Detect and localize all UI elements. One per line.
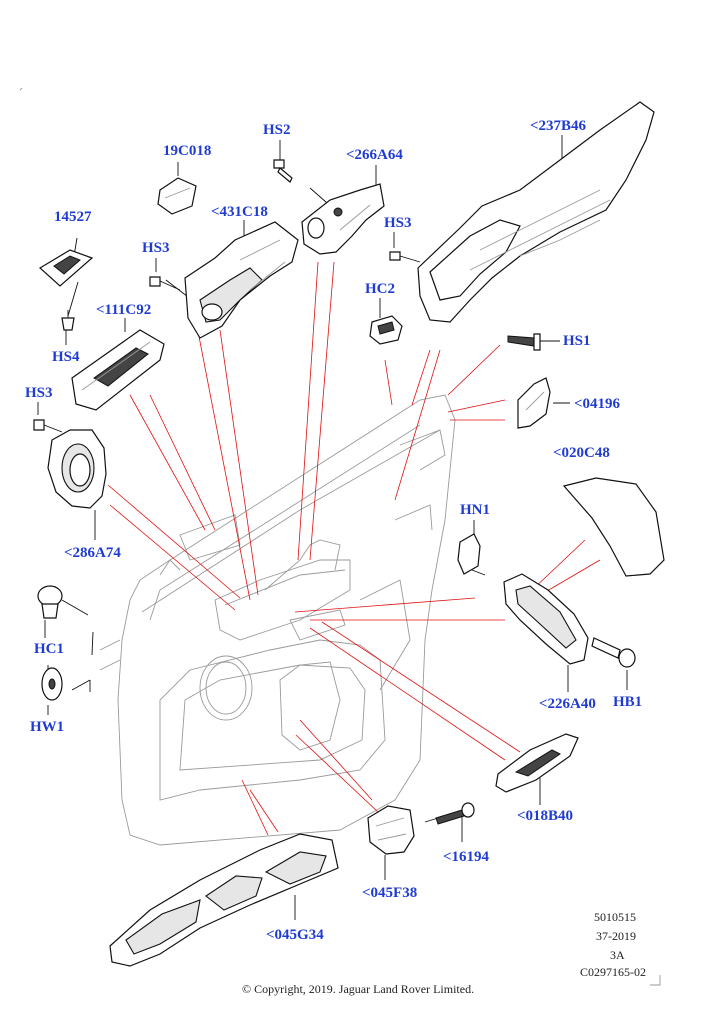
callout-hc1: HC1 [34, 641, 64, 657]
part-04196-bracket [517, 377, 551, 429]
callout-hw1: HW1 [30, 719, 65, 735]
callout-hs3-a: HS3 [142, 240, 170, 256]
callout-045f38: <045F38 [362, 885, 418, 901]
callout-hs2: HS2 [263, 122, 291, 138]
callout-hc2: HC2 [365, 281, 395, 297]
ref-revision: 3A [610, 948, 625, 962]
part-226a40-handle [503, 573, 589, 665]
callout-020c48: <020C48 [553, 445, 610, 461]
callout-04196: <04196 [574, 396, 621, 412]
callout-hs3-b: HS3 [384, 215, 412, 231]
callout-045g34: <045G34 [266, 927, 324, 943]
corner-mark-top-left [19, 87, 23, 91]
part-020c48-pull-strip [562, 477, 665, 577]
part-237b46-upper-trim [417, 101, 655, 323]
part-018b40-switch-bezel [495, 733, 579, 793]
part-hc1-clip [37, 585, 63, 619]
callout-111c92: <111C92 [96, 302, 152, 318]
callout-431c18: <431C18 [211, 204, 268, 220]
callout-237b46: <237B46 [530, 118, 587, 134]
part-hs1-screw [507, 333, 541, 351]
callout-hs4: HS4 [52, 349, 80, 365]
door-trim-panel [99, 394, 456, 846]
part-266a64-inner-handle [301, 183, 385, 255]
callout-286a74: <286A74 [64, 545, 121, 561]
callout-hb1: HB1 [613, 694, 643, 710]
part-hs3-screws [33, 251, 421, 433]
callout-hs1: HS1 [563, 333, 591, 349]
part-14527-switch-bezel [38, 249, 94, 287]
ref-number: 5010515 [594, 910, 636, 924]
part-hc2-clip [369, 315, 403, 345]
part-hn1-clip-nut [457, 533, 481, 575]
part-111c92-switch-pack [71, 329, 165, 411]
callout-16194: <16194 [443, 849, 490, 865]
part-hs4-clip [61, 310, 75, 331]
callout-018b40: <018B40 [517, 808, 574, 824]
ref-code: C0297165-02 [580, 965, 646, 979]
red-leader-lines [107, 261, 601, 836]
ref-date: 37-2019 [596, 929, 636, 943]
part-16194-screw [435, 802, 475, 825]
part-431c18-handle-housing [184, 221, 299, 339]
part-hb1-bolt [591, 637, 636, 668]
part-hw1-washer [41, 667, 63, 701]
part-045f38-clip [367, 805, 415, 855]
corner-mark-bottom-right [650, 975, 661, 986]
part-hs2-screw [273, 159, 293, 183]
callout-hs3-c: HS3 [25, 385, 53, 401]
callout-266a64: <266A64 [346, 147, 403, 163]
part-286a74-release-housing [47, 429, 107, 509]
callout-19c018: 19C018 [163, 143, 212, 159]
part-045g34-map-pocket [109, 833, 339, 967]
callout-14527: 14527 [54, 209, 92, 225]
callout-hn1: HN1 [460, 502, 490, 518]
copyright-notice: © Copyright, 2019. Jaguar Land Rover Lim… [242, 982, 475, 996]
part-19c018-cap [157, 177, 197, 215]
callout-226a40: <226A40 [539, 696, 596, 712]
